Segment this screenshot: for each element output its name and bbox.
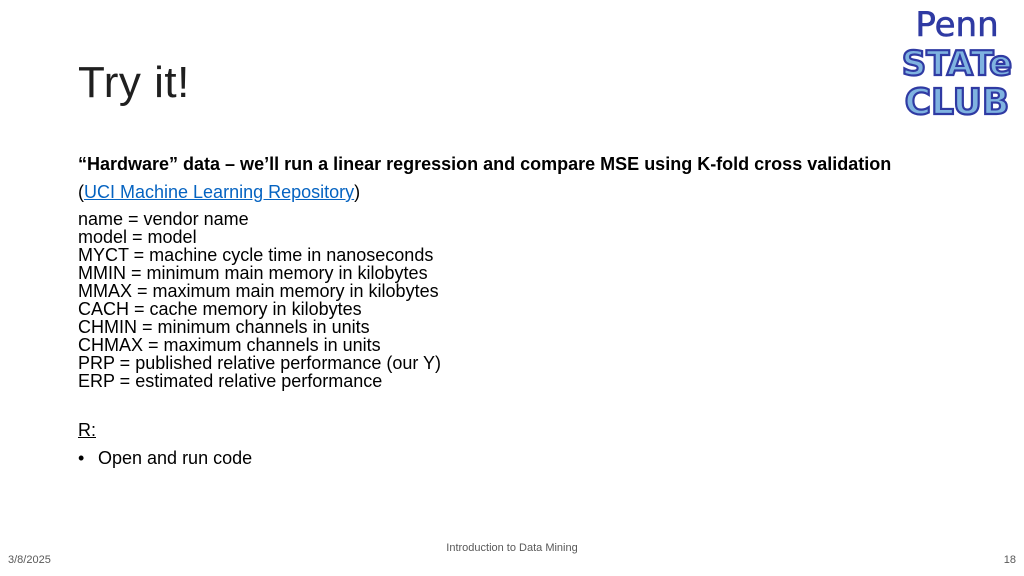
footer-page-number: 18 [1003,554,1016,566]
slide-body: “Hardware” data – we’ll run a linear reg… [78,152,958,470]
slide-title: Try it! [78,58,190,107]
source-line: (UCI Machine Learning Repository) [78,180,958,204]
paren-close: ) [354,182,361,202]
logo-line-club: CLUB [905,82,1010,120]
variable-item: PRP = published relative performance (ou… [78,353,442,373]
variable-item: MYCT = machine cycle time in nanoseconds [78,245,434,265]
paren-open: ( [78,182,84,202]
hardware-data-heading: “Hardware” data – we’ll run a linear reg… [78,154,892,174]
variable-item: CHMAX = maximum channels in units [78,335,381,355]
variable-item: CACH = cache memory in kilobytes [78,299,362,319]
variable-list: name = vendor name model = model MYCT = … [78,210,958,390]
bullet-item: • Open and run code [78,446,958,470]
footer-course-title: Introduction to Data Mining [446,542,578,554]
r-label: R: [78,420,96,440]
uci-repository-link[interactable]: UCI Machine Learning Repository [84,182,355,202]
variable-item: MMIN = minimum main memory in kilobytes [78,263,428,283]
variable-item: MMAX = maximum main memory in kilobytes [78,281,439,301]
logo-line-state: STATe [902,44,1012,84]
footer-date: 3/8/2025 [8,554,51,566]
variable-item: model = model [78,227,197,247]
bullet-dot-icon: • [78,448,85,468]
penn-state-club-logo: Penn STATe CLUB [901,5,1014,120]
logo-line-penn: Penn [915,5,998,45]
variable-item: CHMIN = minimum channels in units [78,317,370,337]
variable-item: name = vendor name [78,209,249,229]
bullet-text: Open and run code [98,448,253,468]
variable-item: ERP = estimated relative performance [78,371,383,391]
